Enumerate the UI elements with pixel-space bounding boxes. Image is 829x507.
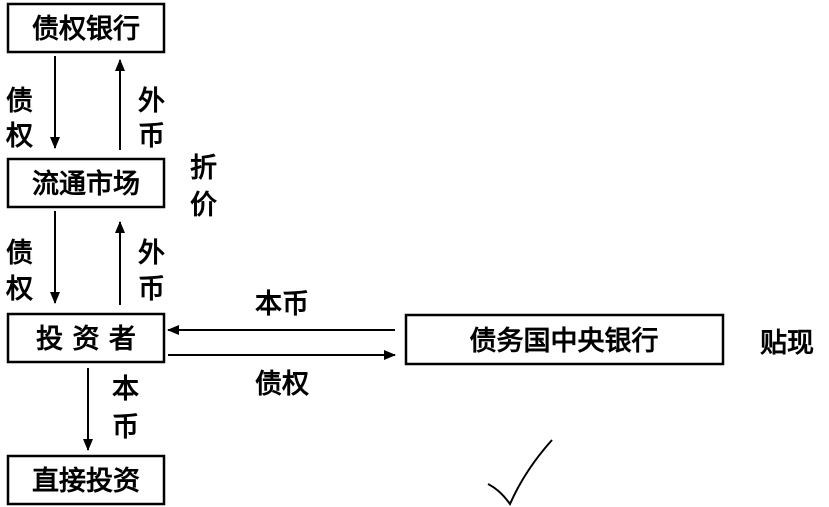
label-discount-a: 折 (190, 153, 217, 184)
node-central-bank: 债务国中央银行 (404, 313, 725, 366)
node-label: 流通市场 (32, 168, 140, 200)
label-claim-2b: 权 (5, 274, 33, 305)
node-investor: 投 资 者 (6, 312, 166, 364)
label-fx-1a: 外 (138, 86, 165, 117)
label-local-down-b: 币 (112, 412, 139, 443)
label-claim-2a: 债 (6, 238, 33, 269)
label-fx-2b: 币 (138, 274, 165, 305)
node-label: 投 资 者 (36, 324, 136, 355)
node-direct-investment: 直接投资 (6, 454, 166, 506)
label-fx-1b: 币 (138, 121, 165, 152)
node-market: 流通市场 (6, 157, 166, 209)
node-creditor-bank: 债权银行 (6, 2, 166, 54)
label-local-down-a: 本 (112, 374, 139, 405)
node-label: 债权银行 (32, 13, 140, 45)
node-label: 直接投资 (32, 466, 140, 497)
node-label: 债务国中央银行 (470, 325, 659, 357)
label-claim-1a: 债 (6, 86, 33, 117)
label-discount-b: 价 (190, 190, 218, 221)
label-local-currency: 本币 (255, 289, 309, 320)
label-claim-1b: 权 (5, 121, 33, 152)
label-claim-bottom: 债权 (255, 369, 309, 400)
checkmark-icon (487, 439, 553, 507)
label-fx-2a: 外 (138, 238, 165, 269)
label-rediscount: 贴现 (760, 328, 814, 359)
